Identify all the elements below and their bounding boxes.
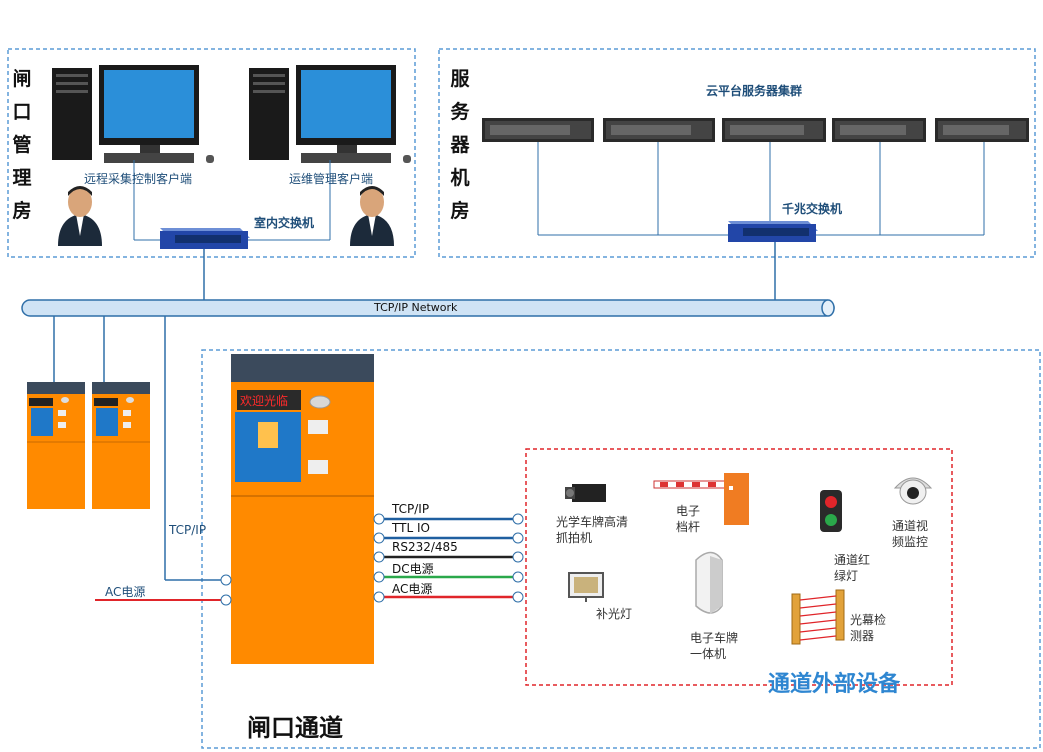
external-title: 通道外部设备 bbox=[768, 672, 901, 697]
server-rack-icon bbox=[832, 118, 926, 142]
fill-light-icon bbox=[568, 572, 604, 602]
light-curtain-label: 光幕检测器 bbox=[850, 613, 887, 643]
lane-title: 闸口通道 bbox=[247, 714, 343, 742]
left-link-label: TCP/IP bbox=[169, 523, 207, 537]
fill-light-label: 补光灯 bbox=[596, 607, 633, 621]
gate-room-title: 闸口管理房 bbox=[12, 68, 32, 222]
plate-reader-icon bbox=[695, 551, 723, 614]
plate-camera-icon bbox=[565, 484, 606, 502]
client-remote-label: 远程采集控制客户端 bbox=[84, 172, 193, 186]
barrier-label: 电子档杆 bbox=[676, 504, 701, 534]
lane-region bbox=[201, 349, 1041, 749]
server-room-region bbox=[438, 48, 1036, 258]
plate-reader-label: 电子车牌一体机 bbox=[690, 631, 739, 661]
operator-icon bbox=[350, 186, 394, 246]
computer-remote-icon bbox=[52, 65, 214, 163]
server-rack-icon bbox=[603, 118, 715, 142]
backbone-label: TCP/IP Network bbox=[374, 301, 458, 314]
small-kiosk-icon bbox=[27, 382, 85, 509]
dome-camera-icon bbox=[893, 477, 933, 505]
indoor-switch-icon bbox=[160, 228, 250, 249]
gate-room-region bbox=[7, 48, 416, 258]
server-rack-icon bbox=[482, 118, 594, 142]
interface-rs-label: RS232/485 bbox=[392, 540, 458, 554]
operator-icon bbox=[58, 186, 102, 246]
gigabit-switch-icon bbox=[728, 221, 818, 242]
server-rack-icon bbox=[722, 118, 826, 142]
ac-power-input-label: AC电源 bbox=[105, 585, 146, 599]
traffic-light-icon bbox=[820, 490, 842, 532]
interface-dc-label: DC电源 bbox=[392, 562, 434, 576]
server-cluster-label: 云平台服务器集群 bbox=[706, 84, 803, 98]
server-room-title: 服务器机房 bbox=[450, 68, 470, 222]
server-rack-icon bbox=[935, 118, 1029, 142]
light-curtain-icon bbox=[791, 589, 845, 645]
interface-ac-label: AC电源 bbox=[392, 582, 433, 596]
external-region bbox=[525, 448, 953, 686]
kiosk-display-text: 欢迎光临 bbox=[240, 394, 289, 408]
traffic-light-label: 通道红绿灯 bbox=[834, 553, 871, 583]
interface-ttl-label: TTL IO bbox=[392, 521, 430, 535]
computer-ops-icon bbox=[249, 65, 411, 163]
interface-tcpip-label: TCP/IP bbox=[392, 502, 430, 516]
indoor-switch-label: 室内交换机 bbox=[254, 216, 315, 230]
small-kiosk-icon bbox=[92, 382, 150, 509]
client-ops-label: 运维管理客户端 bbox=[289, 172, 374, 186]
gigabit-switch-label: 千兆交换机 bbox=[782, 202, 843, 216]
camera-label: 光学车牌高清抓拍机 bbox=[556, 515, 629, 545]
main-kiosk-icon bbox=[231, 354, 374, 664]
dome-camera-label: 通道视频监控 bbox=[892, 519, 929, 549]
barrier-gate-icon bbox=[653, 473, 749, 525]
